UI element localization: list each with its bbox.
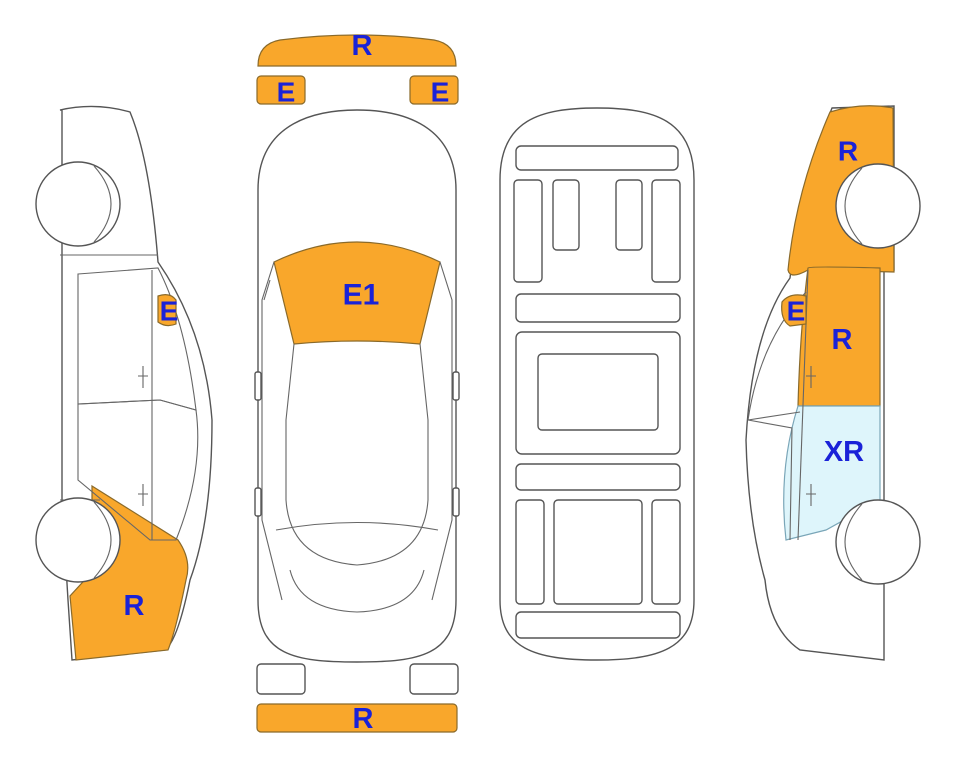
rear-bumper-code: R bbox=[353, 703, 374, 735]
damage-codes: R E E E1 R E R R E R XR bbox=[124, 30, 865, 735]
left-headlight-panel[interactable] bbox=[256, 75, 306, 105]
left-headlight-code: E bbox=[277, 77, 296, 108]
top-view-body bbox=[257, 109, 457, 663]
front-bumper-code: R bbox=[352, 30, 373, 62]
rear-bumper-panel[interactable] bbox=[256, 703, 458, 733]
right-rear-wheel bbox=[835, 499, 921, 585]
left-rear-quarter-code: R bbox=[124, 590, 145, 622]
rear-parts bbox=[256, 663, 459, 733]
right-front-fender-code: R bbox=[838, 136, 858, 167]
car-left-side-view bbox=[35, 105, 213, 661]
right-headlight-panel[interactable] bbox=[409, 75, 459, 105]
car-top-view bbox=[254, 109, 460, 663]
front-bumper-panel[interactable] bbox=[257, 34, 457, 67]
hood-code: E1 bbox=[343, 279, 380, 312]
left-front-wheel bbox=[35, 161, 121, 247]
right-headlight-code: E bbox=[431, 77, 450, 108]
car-underside-view bbox=[499, 107, 695, 661]
left-taillight[interactable] bbox=[256, 663, 306, 695]
left-rear-wheel bbox=[35, 497, 121, 583]
right-rear-door-code: XR bbox=[824, 436, 864, 468]
car-right-side-view bbox=[745, 105, 921, 661]
right-front-door-code: R bbox=[832, 324, 853, 356]
right-mirror-code: E bbox=[787, 296, 806, 327]
right-front-wheel bbox=[835, 163, 921, 249]
left-mirror-panel[interactable] bbox=[157, 294, 177, 327]
left-mirror-code: E bbox=[160, 296, 179, 327]
front-parts bbox=[256, 34, 459, 105]
right-taillight[interactable] bbox=[409, 663, 459, 695]
right-mirror-panel[interactable] bbox=[781, 294, 807, 327]
